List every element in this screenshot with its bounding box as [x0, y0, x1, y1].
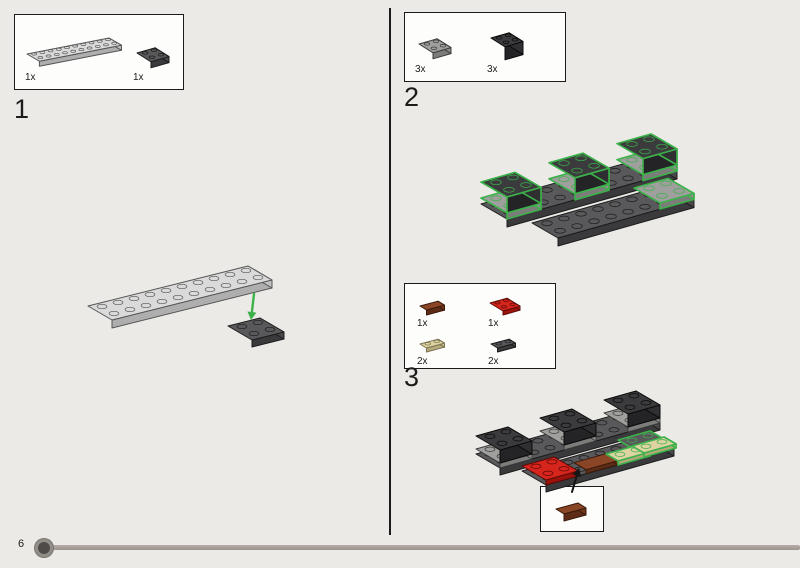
plate-2x2-red: [521, 456, 579, 486]
plate-1x2-dark-gray: [490, 338, 516, 353]
parts-item: 1x: [415, 294, 474, 329]
tile-1x2-brown: [555, 502, 587, 522]
step-2-parts-box: 3x 3x: [404, 12, 566, 82]
parts-item: 2x: [415, 332, 474, 367]
step-2-number: 2: [404, 82, 420, 112]
plate-1x2-tan: [419, 338, 445, 353]
plate-2x2-gray: [633, 177, 695, 210]
part-count: 3x: [415, 64, 426, 75]
tile-1x2-brown: [419, 300, 445, 316]
plate-2x2-dark-gray-figure: [136, 47, 170, 69]
step-2-assembly-figure: [480, 133, 695, 247]
part-count: 1x: [133, 72, 144, 83]
plate-2x10-light-gray: [87, 265, 273, 329]
parts-item: 3x: [485, 22, 529, 75]
step-3-parts-box: 1x 1x 2x 2x: [404, 283, 556, 369]
part-count: 1x: [25, 72, 36, 83]
progress-bar[interactable]: [44, 545, 800, 550]
tile-1x2-brown-figure: [555, 502, 587, 522]
plate-1x2-tan-figure: [419, 338, 445, 353]
green-attach-arrow: [247, 292, 257, 320]
progress-knob[interactable]: [35, 539, 53, 557]
plate-1x2-tan: [631, 436, 677, 458]
parts-item: 1x: [23, 28, 123, 83]
brick-2x2-black: [603, 390, 661, 428]
step-1-assembly-figure: [87, 265, 285, 348]
plate-2x2-dark-gray: [227, 317, 285, 348]
parts-item: 3x: [413, 24, 457, 75]
column-divider: [389, 8, 391, 535]
plate-2x2-red-figure: [489, 297, 521, 316]
parts-item: 1x: [131, 32, 175, 83]
tile-1x2-brown-figure: [419, 300, 445, 316]
plate-2x2-gray-figure: [418, 38, 452, 60]
brick-2x2-black-figure: [490, 32, 524, 61]
brick-2x2-black: [548, 152, 610, 195]
plate-2x10-light-gray-figure: [26, 37, 122, 67]
part-count: 1x: [417, 318, 428, 329]
part-count: 2x: [488, 356, 499, 367]
plate-2x2-dark-gray: [136, 47, 170, 69]
step-1-number: 1: [14, 94, 30, 124]
brick-2x2-black: [616, 133, 678, 176]
part-count: 2x: [417, 356, 428, 367]
parts-item: 2x: [486, 332, 545, 367]
step-1-parts-box: 1x 1x: [14, 14, 184, 90]
part-count: 3x: [487, 64, 498, 75]
plate-2x2-red: [489, 297, 521, 316]
plate-2x2-gray: [418, 38, 452, 60]
plate-1x2-dark-gray-figure: [490, 338, 516, 353]
brick-2x2-black: [490, 32, 524, 61]
callout-arrow: [571, 468, 582, 493]
brick-2x2-black: [539, 408, 597, 446]
part-count: 1x: [488, 318, 499, 329]
plate-2x10-light-gray: [26, 37, 122, 67]
brick-2x2-black: [480, 171, 542, 214]
step-3-assembly-figure: [475, 390, 677, 493]
part-callout-box: [540, 486, 604, 532]
brick-2x2-black: [475, 426, 533, 464]
page-number: 6: [18, 538, 25, 550]
parts-item: 1x: [486, 290, 545, 329]
step-3-number: 3: [404, 362, 420, 392]
